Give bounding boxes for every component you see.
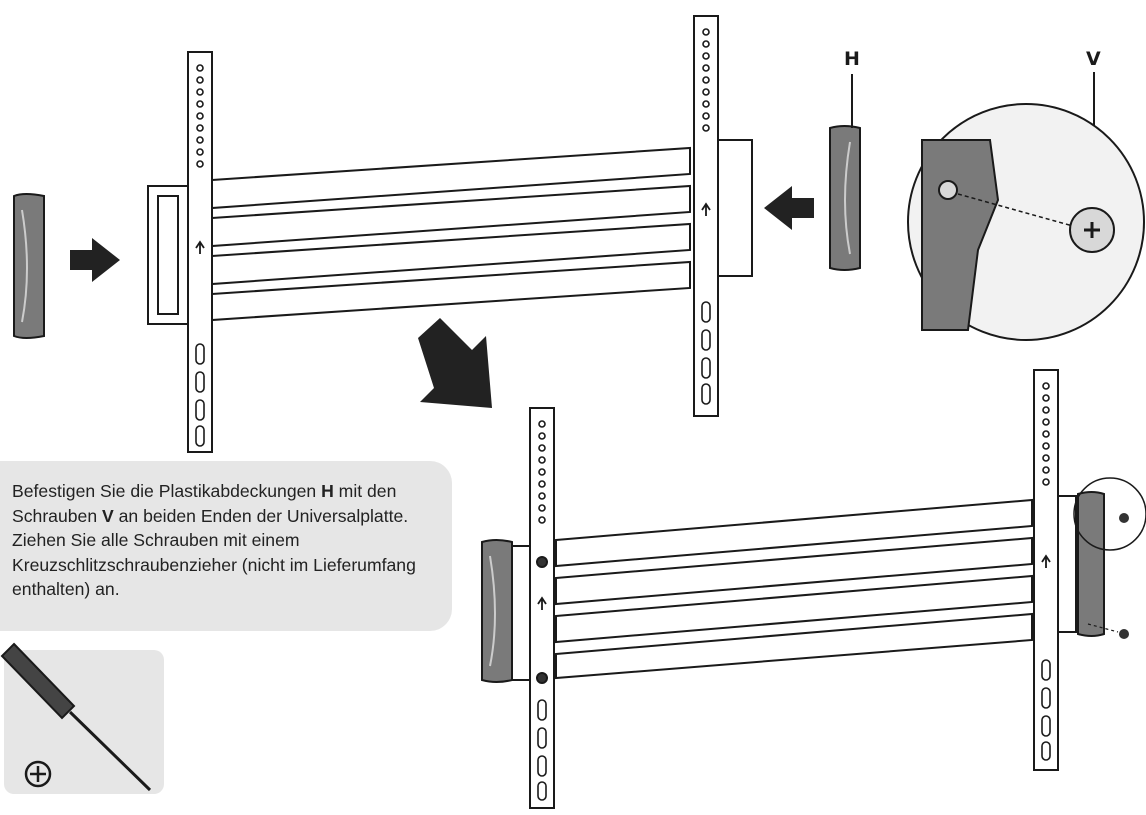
phillips-screwdriver-icon xyxy=(0,642,164,794)
label-v: V xyxy=(1086,48,1101,70)
bottom-wall-plate xyxy=(507,495,1077,681)
arrow-down-right-icon xyxy=(418,318,492,408)
detail-zoom-circle xyxy=(907,103,1145,341)
label-h: H xyxy=(844,48,860,70)
arrow-left-icon xyxy=(764,186,814,230)
instruction-text-2: mit den Schrauben xyxy=(12,481,397,526)
top-right-vertical-arm xyxy=(693,15,719,417)
top-right-plastic-cover xyxy=(829,125,861,271)
instruction-panel: Befestigen Sie die Plastikabdeckungen H … xyxy=(0,461,452,631)
instruction-text-1: Befestigen Sie die Plastikabdeckungen xyxy=(12,481,322,501)
instruction-text-3: an beiden Enden der Universalplatte. Zie… xyxy=(12,505,416,600)
bottom-left-plastic-cover xyxy=(481,539,513,683)
arrow-right-icon xyxy=(70,238,120,282)
bottom-left-vertical-arm xyxy=(529,407,555,809)
bottom-right-plastic-cover xyxy=(1077,491,1105,637)
top-left-vertical-arm xyxy=(187,51,213,453)
instruction-h: H xyxy=(321,481,334,501)
top-left-plastic-cover xyxy=(13,193,45,339)
bottom-right-vertical-arm xyxy=(1033,369,1059,771)
instruction-v: V xyxy=(102,505,114,526)
top-wall-plate xyxy=(147,139,753,325)
